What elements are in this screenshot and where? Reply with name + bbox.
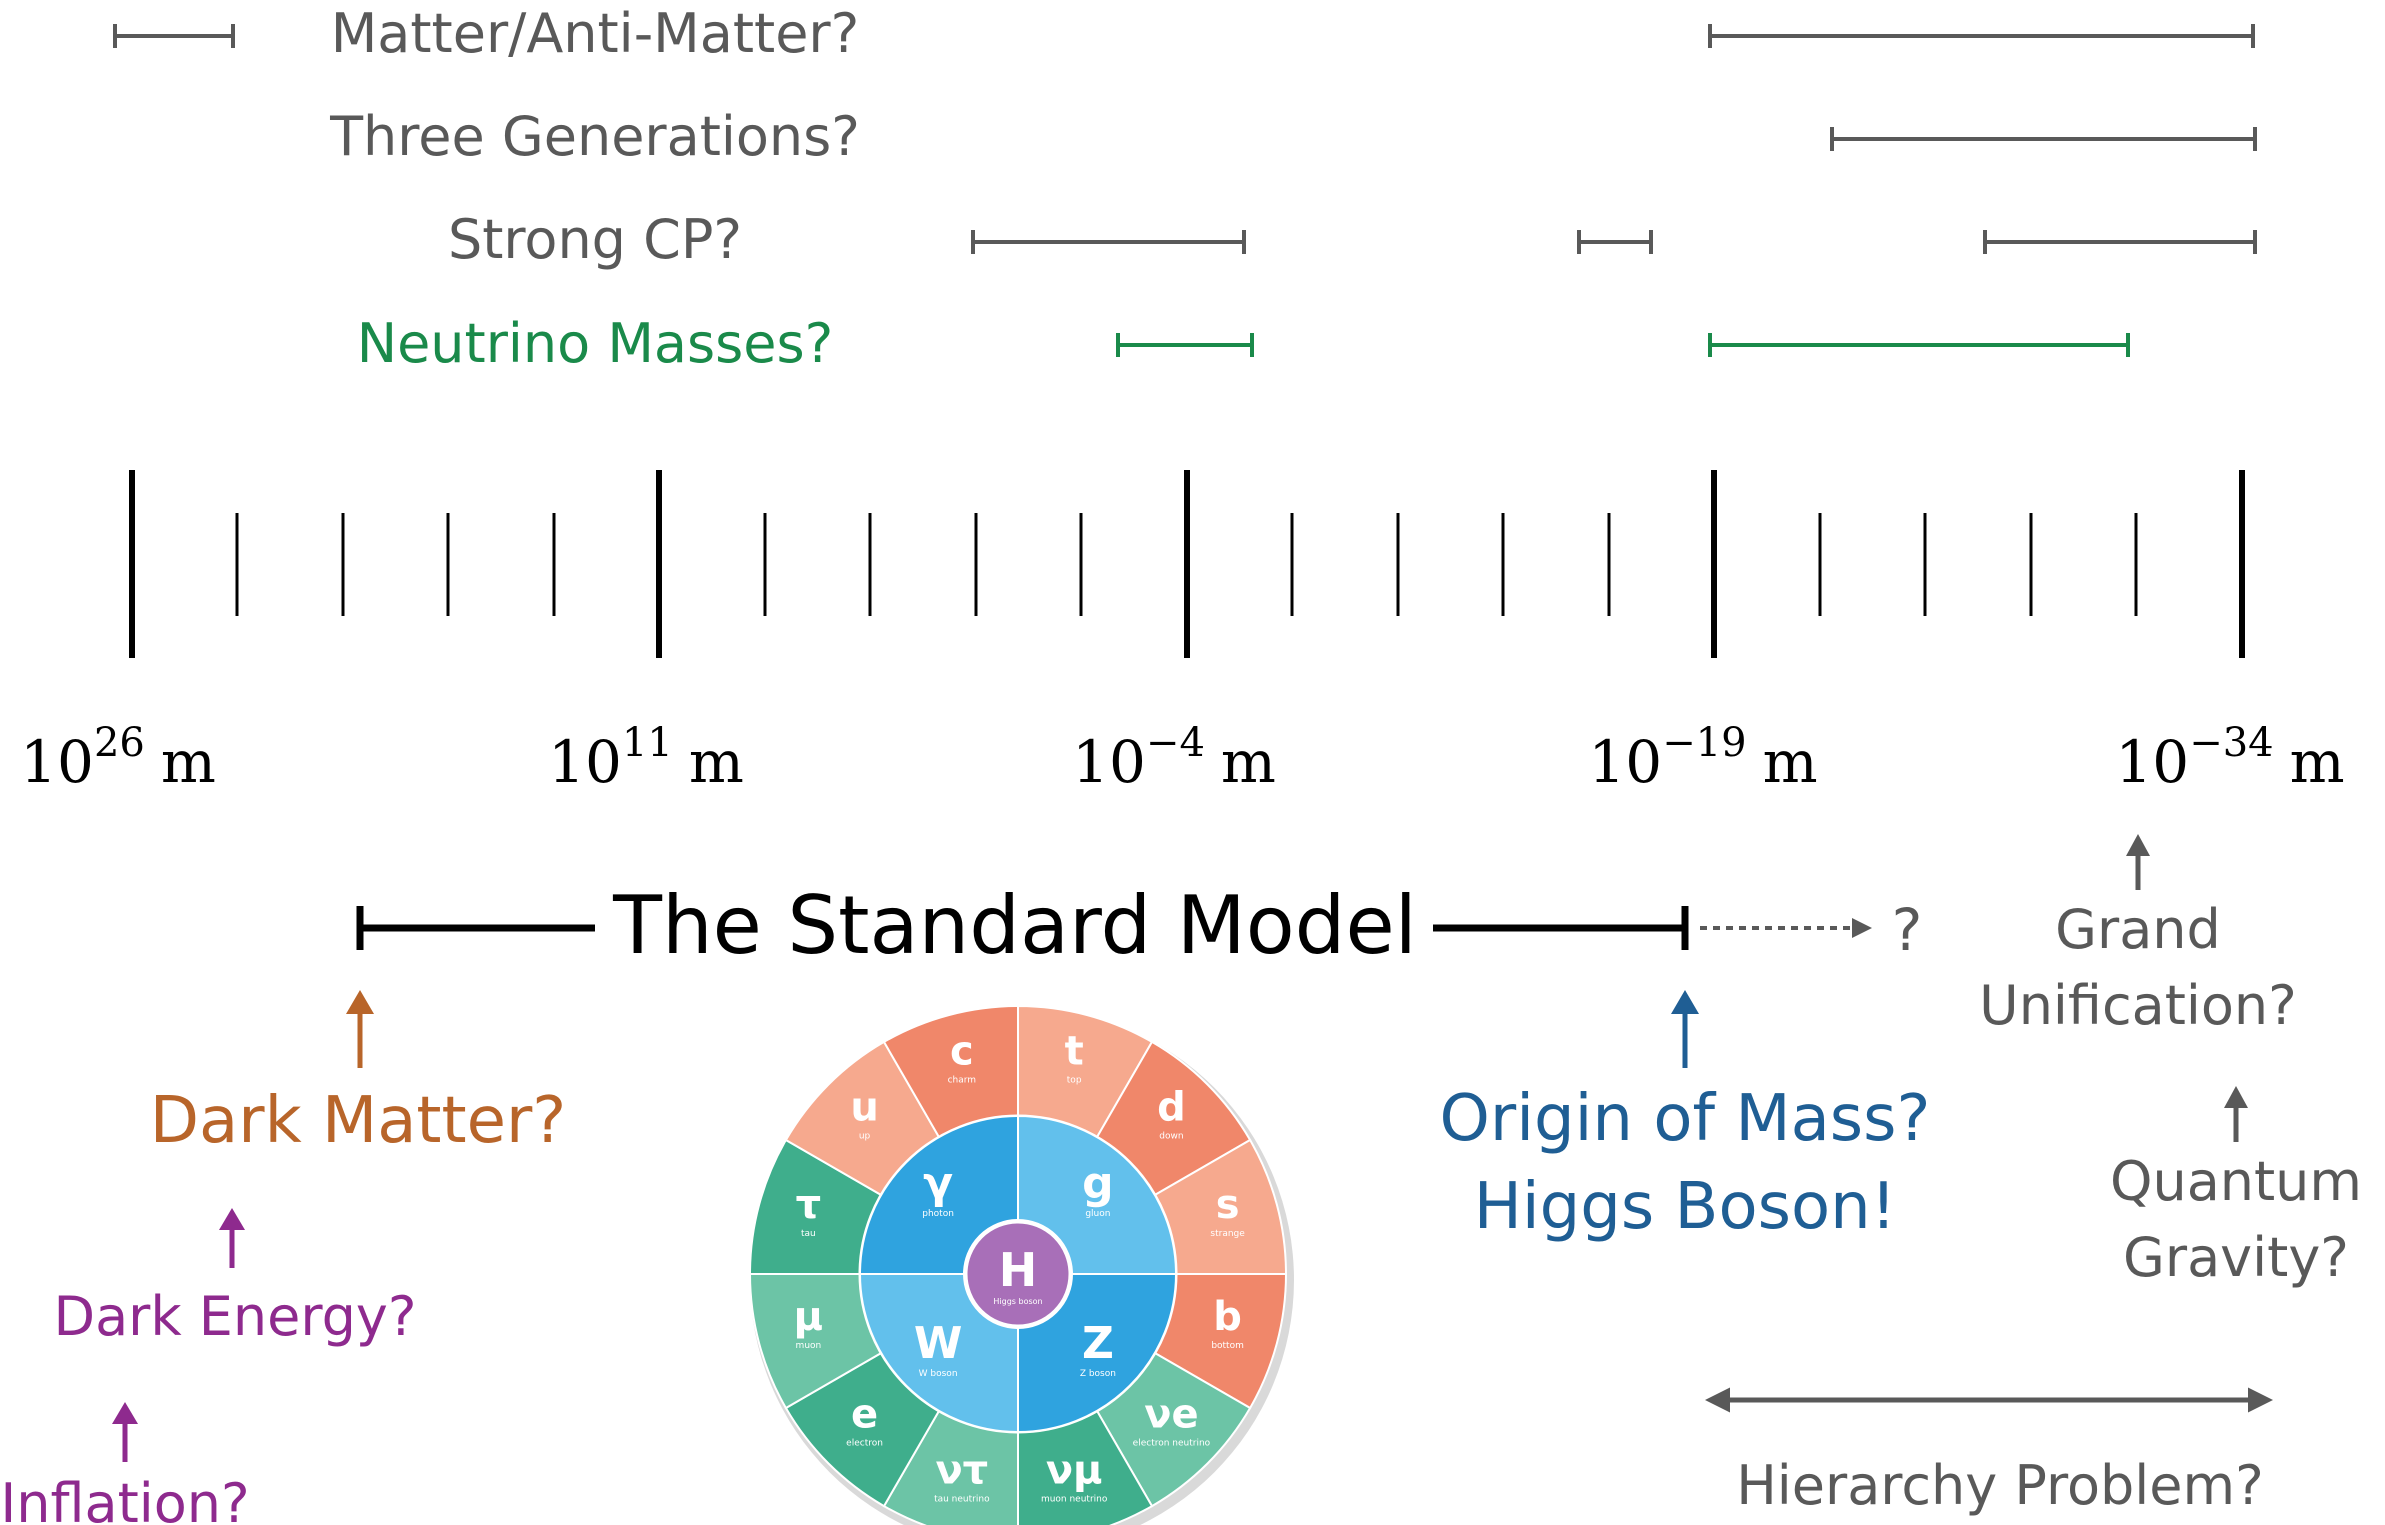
neutrino-masses-label: Neutrino Masses?	[357, 312, 834, 375]
boson-name: gluon	[1085, 1209, 1110, 1219]
fermion-name: strange	[1210, 1229, 1245, 1239]
fermion-name: top	[1067, 1075, 1082, 1085]
boson-symbol: g	[1082, 1158, 1114, 1209]
boson-sector	[858, 1114, 1019, 1275]
boson-symbol: W	[914, 1318, 963, 1369]
strong-cp-label: Strong CP?	[448, 208, 742, 271]
fermion-name: electron neutrino	[1133, 1438, 1211, 1448]
beyond-question: ?	[1892, 896, 1923, 964]
boson-sector	[1017, 1114, 1178, 1275]
fermion-symbol: ντ	[935, 1448, 988, 1494]
matter-antimatter-label: Matter/Anti-Matter?	[331, 2, 860, 65]
quantum-label: Quantum	[2110, 1150, 2362, 1213]
three-generations-label: Three Generations?	[329, 105, 860, 168]
grand-label: Grand	[2055, 898, 2221, 961]
strong-cp-range-3	[1983, 230, 2257, 254]
strong-cp-range-2	[1577, 230, 1653, 254]
matter-antimatter-range-2	[1708, 24, 2255, 48]
fermion-symbol: νe	[1144, 1391, 1198, 1437]
fermion-name: tau neutrino	[934, 1495, 990, 1505]
boson-name: W boson	[919, 1369, 958, 1379]
fermion-symbol: d	[1157, 1085, 1186, 1131]
higgs-name: Higgs boson	[993, 1297, 1042, 1306]
dark-matter-arrow-icon	[346, 990, 374, 1068]
fermion-symbol: τ	[796, 1182, 822, 1228]
higgs-center	[964, 1220, 1072, 1328]
fermion-name: charm	[948, 1075, 976, 1085]
standard-model-range: The Standard Model ?	[356, 879, 1923, 972]
standard-model-title: The Standard Model	[612, 879, 1417, 972]
higgs-annotations: Origin of Mass? Higgs Boson!	[1440, 990, 1931, 1244]
origin-mass-arrow-icon	[1671, 990, 1699, 1068]
inflation-label: Inflation?	[0, 1472, 249, 1525]
boson-sector	[858, 1273, 1019, 1434]
higgs-boson-label: Higgs Boson!	[1474, 1170, 1897, 1244]
boson-name: photon	[922, 1209, 954, 1219]
origin-of-mass-label: Origin of Mass?	[1440, 1082, 1931, 1156]
problem-ranges	[113, 24, 2257, 357]
fermion-symbol: e	[851, 1391, 878, 1437]
fermion-name: bottom	[1211, 1341, 1244, 1351]
fermion-name: up	[859, 1132, 871, 1142]
inflation-arrow-icon	[112, 1402, 138, 1462]
fermion-symbol: u	[850, 1085, 878, 1131]
fermion-symbol: s	[1216, 1182, 1240, 1228]
fermion-symbol: b	[1213, 1294, 1242, 1340]
neutrino-masses-range-1	[1116, 333, 1254, 357]
fermion-symbol: c	[950, 1028, 974, 1074]
strong-cp-range-1	[971, 230, 1246, 254]
boson-symbol: Z	[1082, 1318, 1114, 1369]
quantum-gravity-arrow-icon	[2224, 1086, 2248, 1142]
fermion-name: down	[1159, 1132, 1183, 1142]
neutrino-masses-range-2	[1708, 333, 2130, 357]
three-generations-range	[1830, 127, 2257, 151]
fermion-name: tau	[801, 1229, 816, 1239]
boson-sector	[1017, 1273, 1178, 1434]
right-annotations: Grand Unification? Quantum Gravity? Hier…	[1705, 834, 2362, 1517]
fermion-symbol: μ	[794, 1294, 823, 1340]
boson-name: Z boson	[1080, 1369, 1116, 1379]
higgs-symbol: H	[999, 1243, 1038, 1297]
boson-symbol: γ	[923, 1158, 953, 1209]
problem-labels: Matter/Anti-Matter? Three Generations? S…	[329, 2, 860, 375]
fermion-symbol: νμ	[1046, 1448, 1103, 1494]
fermion-name: electron	[846, 1438, 883, 1448]
dark-matter-label: Dark Matter?	[150, 1084, 567, 1158]
fermion-name: muon neutrino	[1041, 1495, 1108, 1505]
dark-energy-label: Dark Energy?	[53, 1285, 416, 1348]
dark-energy-arrow-icon	[219, 1208, 245, 1268]
hierarchy-problem-label: Hierarchy Problem?	[1736, 1454, 2264, 1517]
grand-unification-arrow-icon	[2126, 834, 2150, 890]
unification-label: Unification?	[1979, 974, 2297, 1037]
matter-antimatter-range-1	[113, 24, 235, 48]
left-annotations: Dark Matter? Dark Energy? Inflation?	[0, 990, 566, 1525]
gravity-label: Gravity?	[2123, 1226, 2349, 1289]
fermion-symbol: t	[1065, 1028, 1084, 1074]
fermion-name: muon	[796, 1341, 822, 1351]
length-scale-ticks	[129, 470, 2245, 658]
